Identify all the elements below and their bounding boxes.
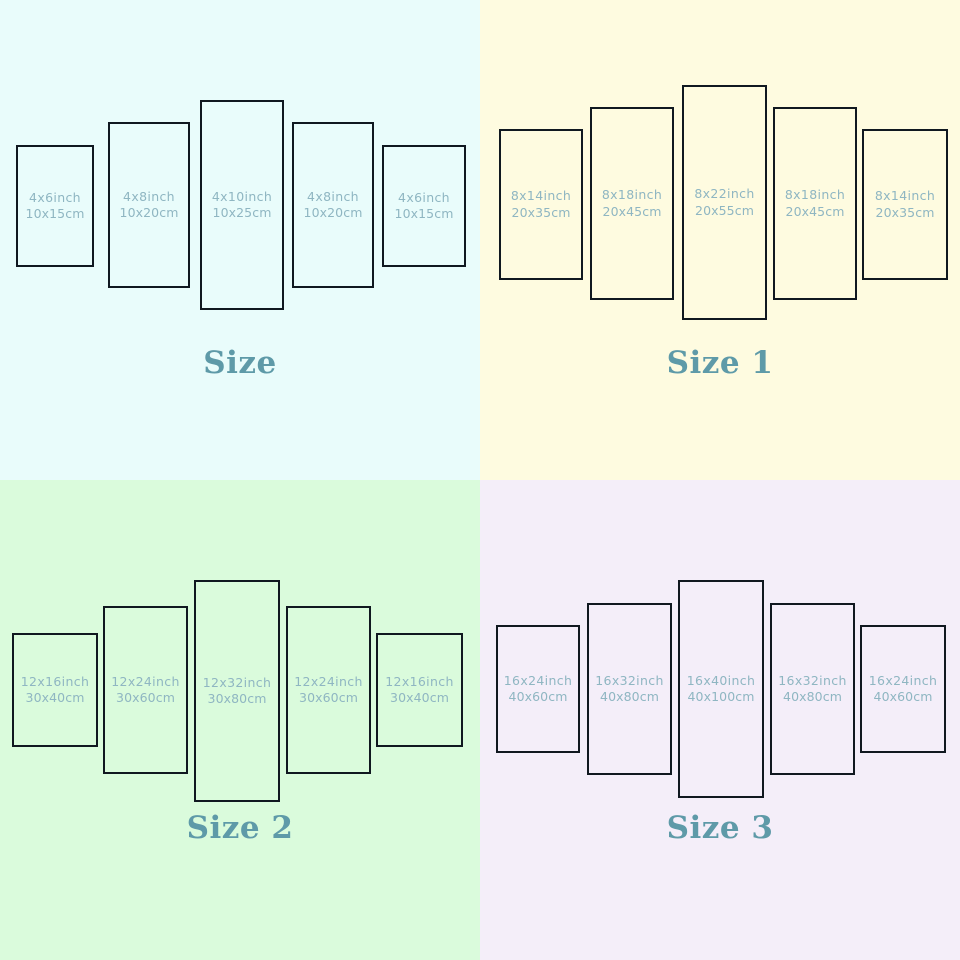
panel-size-cm: 10x15cm bbox=[394, 206, 454, 221]
panel-size-inch: 12x24inch bbox=[111, 673, 180, 689]
panel-size-inch: 8x14inch bbox=[510, 188, 572, 203]
panel-size-inch: 16x32inch bbox=[778, 672, 847, 688]
panel-size-inch: 8x22inch bbox=[694, 186, 755, 201]
panel-size-inch: 8x14inch bbox=[874, 188, 936, 203]
panel-size-cm: 20x35cm bbox=[875, 204, 935, 220]
panel-size-inch: 12x16inch bbox=[20, 673, 90, 689]
panel-size-cm: 10x20cm bbox=[303, 205, 363, 220]
panel-size-cm: 30x80cm bbox=[207, 691, 267, 706]
group-title-size3: Size 3 bbox=[666, 810, 774, 846]
panel-size-inch: 4x8inch bbox=[123, 188, 175, 204]
panel-size-cm: 30x60cm bbox=[116, 690, 175, 705]
panel-size-inch: 16x24inch bbox=[503, 672, 573, 688]
panel-size-inch: 8x18inch bbox=[784, 187, 846, 202]
group-title-size: Size bbox=[203, 345, 277, 381]
panel-size-cm: 40x60cm bbox=[508, 689, 568, 704]
panel-size-cm: 30x40cm bbox=[390, 690, 449, 705]
panel-size-inch: 16x40inch bbox=[686, 672, 756, 688]
panel-size-cm: 10x25cm bbox=[212, 205, 272, 220]
panel-size-cm: 20x35cm bbox=[511, 204, 571, 220]
panel-size-inch: 12x16inch bbox=[385, 673, 454, 689]
panel-size-cm: 40x100cm bbox=[687, 689, 755, 704]
group-title-size1: Size 1 bbox=[666, 345, 774, 381]
panel-size-cm: 20x45cm bbox=[785, 203, 845, 219]
panel-size-inch: 12x24inch bbox=[294, 673, 363, 689]
panel-size-cm: 40x60cm bbox=[873, 689, 933, 704]
panel-size-cm: 10x15cm bbox=[25, 206, 85, 221]
panel-size-inch: 4x10inch bbox=[211, 188, 273, 204]
panel-size-cm: 40x80cm bbox=[600, 689, 659, 704]
panel-size-inch: 12x32inch bbox=[202, 674, 272, 690]
panel-size-inch: 4x6inch bbox=[29, 189, 81, 205]
panel-size-cm: 30x40cm bbox=[25, 690, 85, 705]
panel-size-cm: 20x55cm bbox=[695, 202, 754, 218]
panel-size-cm: 40x80cm bbox=[783, 689, 842, 704]
panel-size-cm: 20x45cm bbox=[602, 203, 662, 219]
panel-size-inch: 4x6inch bbox=[398, 189, 450, 205]
panel-size-inch: 16x24inch bbox=[868, 672, 938, 688]
group-title-size2: Size 2 bbox=[186, 810, 294, 846]
panel-size-inch: 16x32inch bbox=[595, 672, 664, 688]
panel-size-cm: 30x60cm bbox=[299, 690, 358, 705]
panel-size-inch: 4x8inch bbox=[307, 188, 359, 204]
panel-size-inch: 8x18inch bbox=[601, 187, 663, 202]
panel-size-cm: 10x20cm bbox=[119, 205, 179, 220]
